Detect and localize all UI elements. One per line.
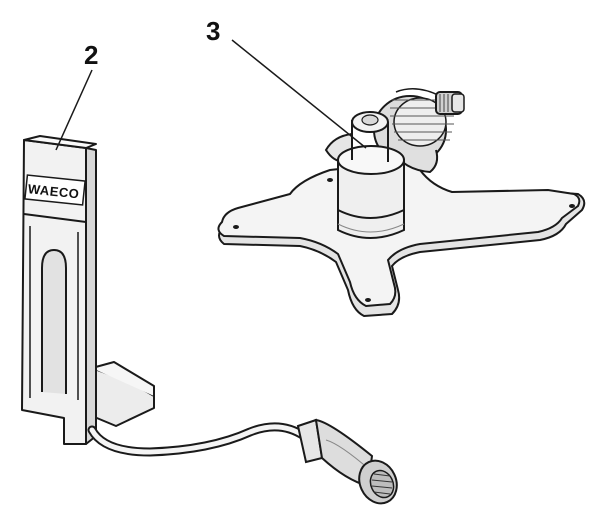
mount-hole-left	[233, 225, 239, 229]
microphone-head	[296, 418, 398, 505]
brand-logo-text: WAECO	[27, 181, 80, 201]
mounting-plate-part	[217, 88, 586, 317]
brand-logo-box	[24, 174, 86, 206]
leader-line-2	[55, 69, 93, 151]
mount-hole-right	[569, 204, 575, 208]
holder-side	[85, 147, 97, 445]
mount-post	[337, 111, 405, 239]
callout-label-2: 2	[84, 40, 98, 70]
mount-plate-top	[217, 161, 581, 307]
swivel-joint	[324, 88, 465, 174]
callout-label-3: 3	[206, 16, 220, 46]
holder-slot	[41, 248, 67, 394]
leader-line-3	[231, 39, 367, 149]
mount-hole-top	[327, 178, 333, 182]
camera-holder-part: WAECO	[21, 135, 398, 505]
mount-hole-bottom	[365, 298, 371, 302]
